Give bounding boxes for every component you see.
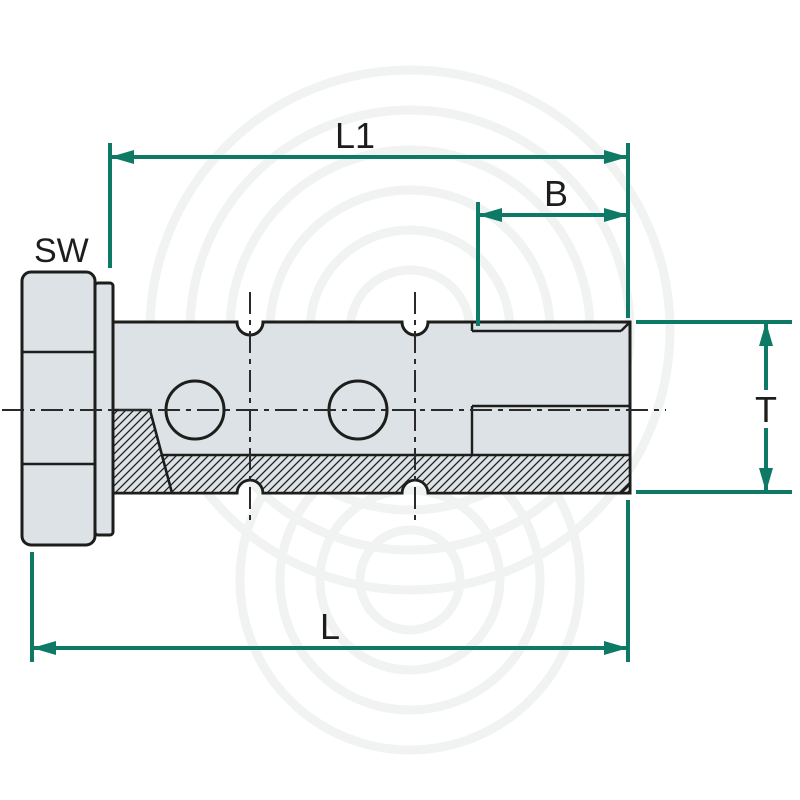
dim-label-l1: L1	[335, 115, 375, 156]
l-arrowhead-left	[32, 641, 56, 655]
b-arrowhead-right	[604, 208, 628, 222]
l1-arrowhead-left	[110, 150, 134, 164]
hex-head	[20, 270, 97, 547]
b-arrowhead-left	[478, 208, 502, 222]
tip-chamfer-bottom	[620, 483, 631, 494]
dimension-l1: L1	[108, 115, 630, 318]
dimension-b: B	[476, 173, 628, 326]
centerlines	[2, 292, 666, 523]
t-arrowhead-top	[759, 322, 773, 346]
dimension-l: L	[30, 500, 630, 662]
l1-arrowhead-right	[604, 150, 628, 164]
dim-label-b: B	[544, 173, 568, 214]
thread-detail-lines	[470, 321, 631, 494]
dimension-t: T	[636, 320, 792, 494]
dim-label-l: L	[320, 606, 340, 647]
t-arrowhead-bottom	[759, 468, 773, 492]
section-hatch-band	[111, 453, 632, 495]
dim-label-sw: SW	[34, 232, 89, 270]
tip-chamfer-top	[620, 321, 631, 332]
dim-label-t: T	[755, 389, 777, 430]
l-arrowhead-right	[604, 641, 628, 655]
